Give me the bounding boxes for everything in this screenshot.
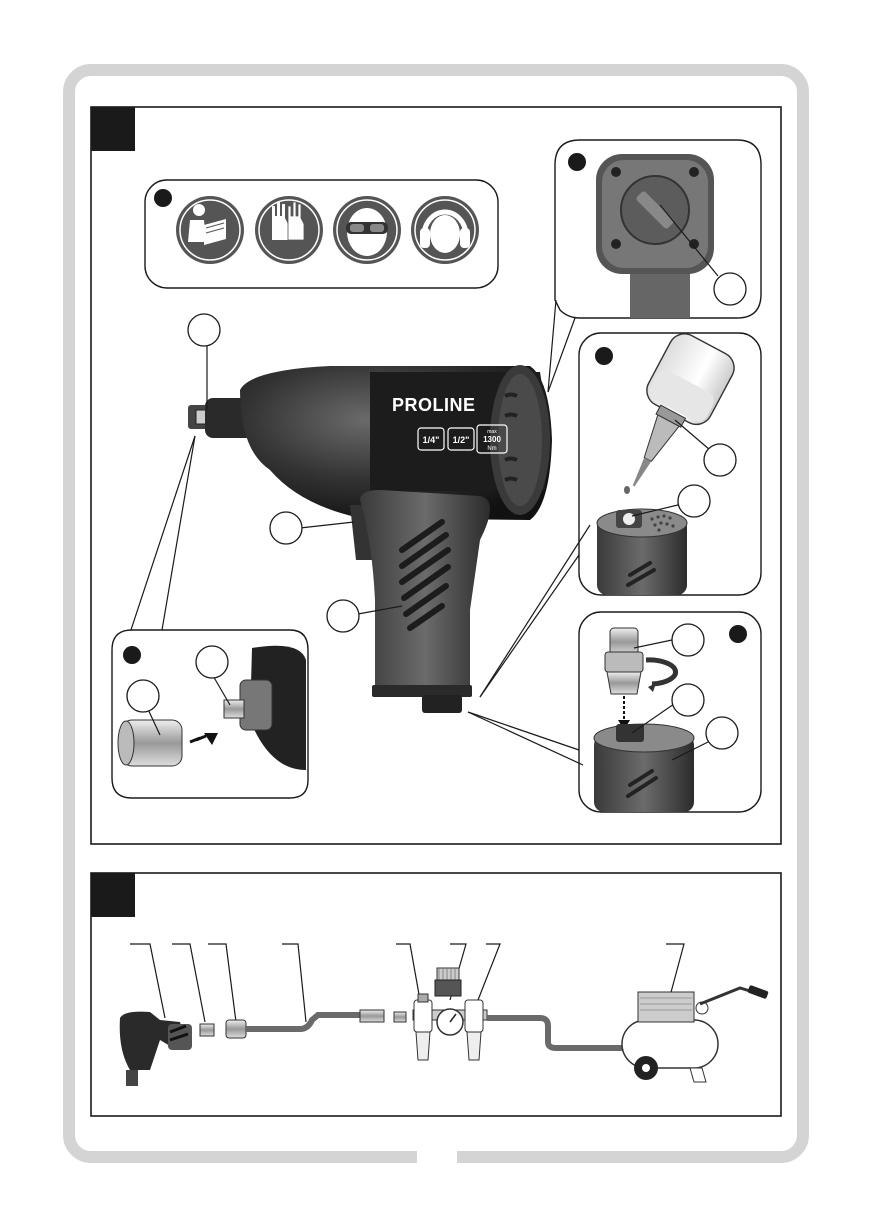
callout-circle <box>706 717 738 749</box>
svg-text:1/4": 1/4" <box>423 435 440 445</box>
ear-protection-icon <box>411 196 479 264</box>
air-inlet-callout <box>579 612 761 812</box>
safety-icons-box <box>145 180 498 288</box>
lubrication-callout <box>579 328 761 595</box>
callout-circle <box>327 600 359 632</box>
svg-text:1300: 1300 <box>483 435 501 444</box>
supply-hose <box>487 1018 626 1048</box>
filter-regulator-lubricator <box>413 968 487 1060</box>
marker-dot <box>568 153 586 171</box>
callout-circle <box>704 444 736 476</box>
air-hose <box>246 1010 406 1029</box>
socket-callout <box>112 630 308 798</box>
air-compressor <box>622 985 769 1082</box>
callout-circle <box>188 314 220 346</box>
callout-circle <box>678 485 710 517</box>
safety-glasses-icon <box>333 196 401 264</box>
callout-circle <box>196 646 228 678</box>
marker-dot <box>123 646 141 664</box>
svg-text:Nm: Nm <box>487 446 496 452</box>
leader-lines <box>130 944 684 1022</box>
figure-b-marker <box>91 873 135 917</box>
callout-circle <box>714 273 746 305</box>
callout-circle <box>672 684 704 716</box>
gloves-icon <box>255 196 323 264</box>
brand-logo: PROLINE <box>392 395 476 415</box>
small-impact-wrench <box>120 1012 192 1086</box>
figure-a-marker <box>91 107 135 151</box>
callout-circle <box>270 512 302 544</box>
svg-text:1/2": 1/2" <box>453 435 470 445</box>
read-manual-icon <box>176 196 244 264</box>
marker-dot <box>729 625 747 643</box>
callout-circle <box>672 624 704 656</box>
marker-dot <box>595 347 613 365</box>
coupler-fitting <box>200 1020 246 1038</box>
marker-dot <box>154 189 172 207</box>
callout-circle <box>127 680 159 712</box>
air-system-diagram <box>120 944 769 1086</box>
